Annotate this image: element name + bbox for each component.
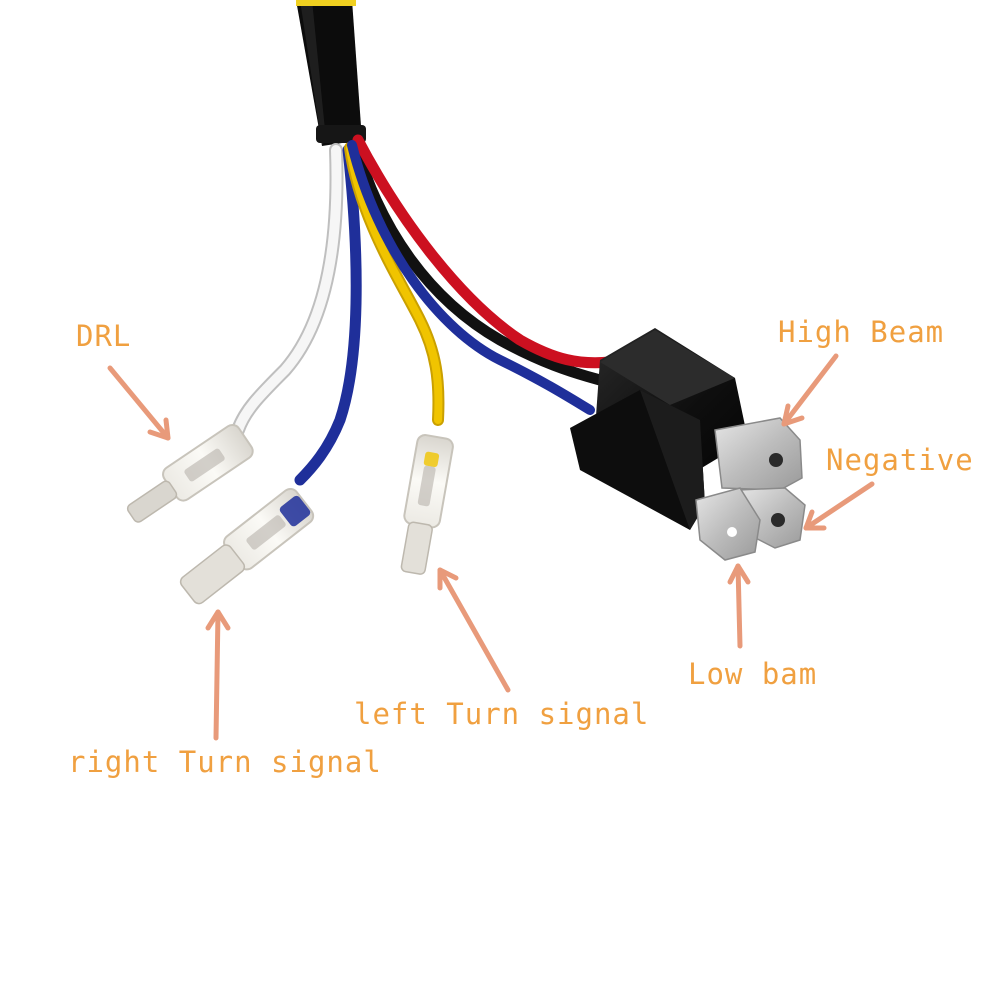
right-turn-spade-connector xyxy=(179,487,315,605)
terminal-low-beam xyxy=(695,487,761,561)
arrow-drl xyxy=(107,365,171,441)
h4-connector xyxy=(570,328,748,530)
label-low-beam: Low bam xyxy=(688,657,818,691)
wire-red-high-beam xyxy=(352,134,616,369)
label-high-beam: High Beam xyxy=(778,315,945,349)
drl-spade-connector xyxy=(126,423,254,523)
label-left-turn-signal: left Turn signal xyxy=(354,697,650,731)
left-turn-spade-connector xyxy=(400,434,454,575)
wire-blue-right-turn xyxy=(294,144,362,486)
wires xyxy=(231,134,616,486)
terminal-high-beam xyxy=(714,417,803,491)
arrow-left-turn xyxy=(437,567,511,693)
wire-black-negative xyxy=(350,139,606,386)
arrow-right-turn xyxy=(205,609,231,741)
wire-blue-low-beam xyxy=(347,140,595,415)
label-right-turn-signal: right Turn signal xyxy=(68,745,382,779)
arrow-high-beam xyxy=(781,353,839,427)
arrow-negative xyxy=(803,481,875,531)
label-negative: Negative xyxy=(826,443,974,477)
heat-shrink-sleeve xyxy=(296,0,366,146)
annotation-arrows xyxy=(107,353,875,741)
arrow-low-beam xyxy=(727,563,751,649)
label-drl: DRL xyxy=(76,319,132,353)
